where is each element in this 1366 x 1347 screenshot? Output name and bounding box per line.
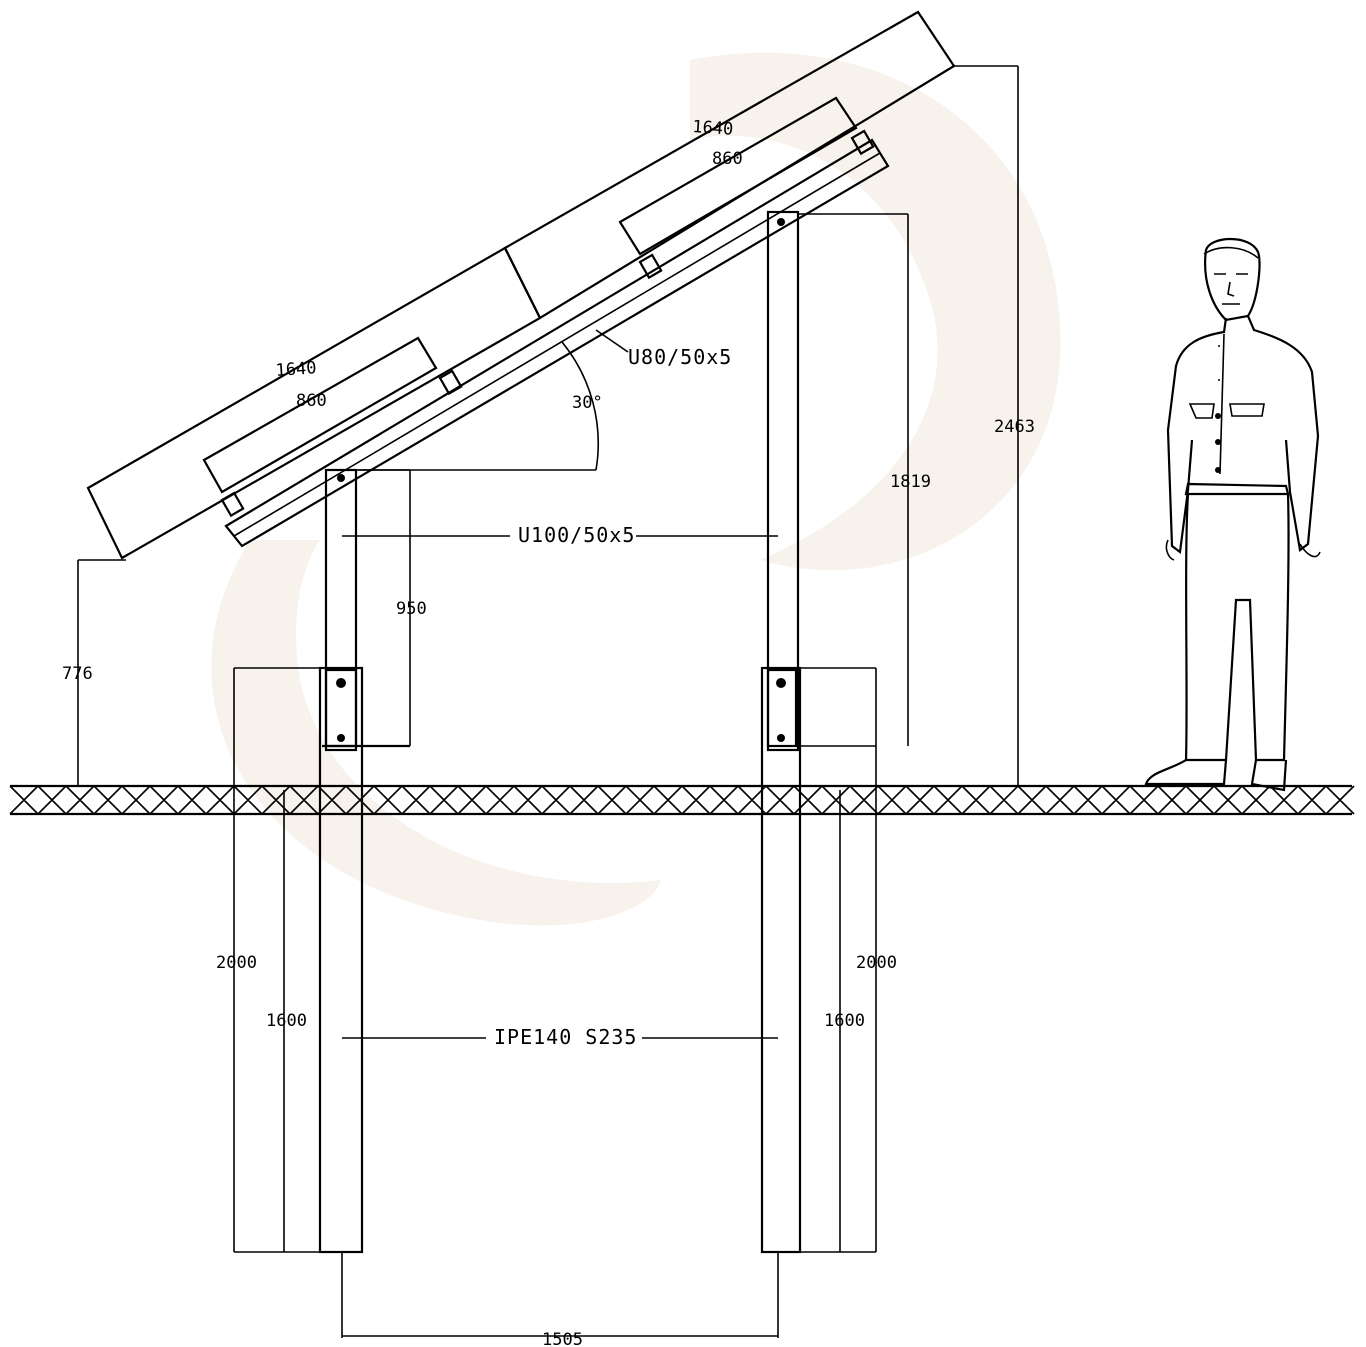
rail-profile-label: U80/50x5 xyxy=(628,345,732,369)
ground-line xyxy=(9,784,1355,816)
front-edge-height-label: 776 xyxy=(62,664,93,684)
drawing-labels: 1640 860 1640 860 U80/50x5 30° U100/50x5… xyxy=(62,117,1035,1347)
lower-solar-panel xyxy=(86,246,542,560)
tilt-angle-label: 30° xyxy=(572,393,603,413)
front-embed-depth-label: 1600 xyxy=(266,1011,307,1031)
lower-panel-rail-label: 860 xyxy=(296,391,327,411)
post-spacing-label: 1505 xyxy=(542,1330,583,1347)
rear-embed-total-label: 2000 xyxy=(856,953,897,973)
front-post-height-label: 950 xyxy=(396,599,427,619)
dimension-lines xyxy=(77,65,1019,1338)
front-embed-total-label: 2000 xyxy=(216,953,257,973)
lower-panel-length-label: 1640 xyxy=(275,358,317,381)
person-figure xyxy=(1144,238,1321,792)
total-height-label: 2463 xyxy=(994,417,1035,437)
watermark-logo xyxy=(211,52,1061,926)
post-profile-label: IPE140 S235 xyxy=(494,1025,637,1049)
crossbeam-profile-label: U100/50x5 xyxy=(518,523,635,547)
rear-embed-depth-label: 1600 xyxy=(824,1011,865,1031)
upper-panel-length-label: 1640 xyxy=(692,117,734,140)
rear-post xyxy=(766,210,800,752)
inclined-rail xyxy=(224,138,890,548)
rear-pile xyxy=(760,666,877,1254)
upper-panel-rail-label: 860 xyxy=(712,149,743,169)
rear-post-height-label: 1819 xyxy=(890,472,931,492)
front-pile xyxy=(233,666,410,1254)
front-post xyxy=(324,468,358,752)
